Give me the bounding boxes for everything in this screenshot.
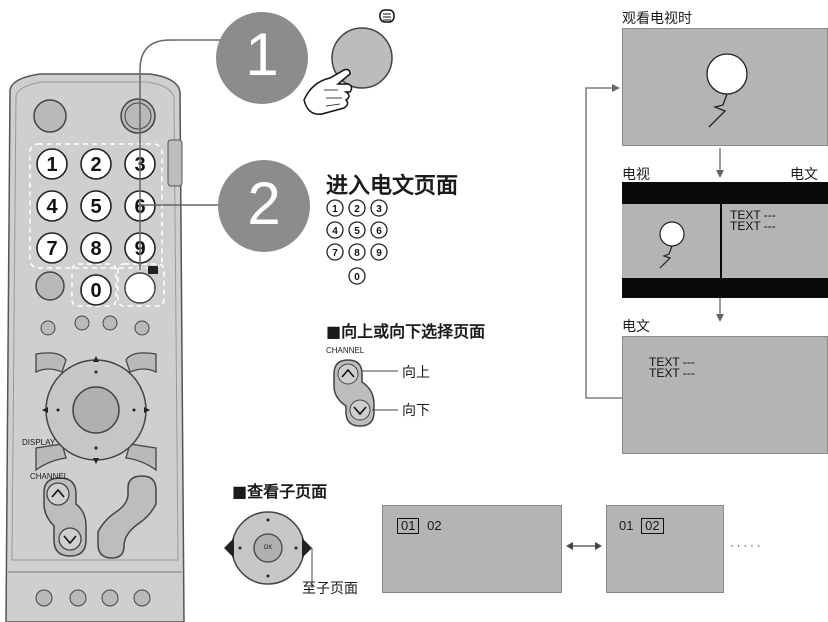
subpage-other-1: 02 xyxy=(427,518,442,533)
text-mode-label: 电文 xyxy=(622,319,650,335)
tv-balloon-icon xyxy=(706,53,748,128)
remote-key-7[interactable] xyxy=(36,232,68,264)
remote-key-label-5: 5 xyxy=(90,196,101,218)
remote-key-label-0: 0 xyxy=(90,280,101,302)
text-screen-line-1: TEXT --- xyxy=(649,355,695,369)
text-screen: TEXT --- TEXT --- xyxy=(622,336,828,454)
remote-key-label-8: 8 xyxy=(90,238,101,260)
remote-key-1[interactable] xyxy=(36,148,68,180)
small-key-label-6: 6 xyxy=(376,226,382,237)
small-key-label-3: 3 xyxy=(376,204,382,215)
remote-key-2[interactable] xyxy=(80,148,112,180)
subpage-ellipsis: · · · · · xyxy=(730,540,761,552)
remote-key-label-4: 4 xyxy=(46,196,58,218)
page-down-label: 向下 xyxy=(402,403,430,419)
step1-graphic xyxy=(216,9,395,115)
watching-tv-label: 观看电视时 xyxy=(622,11,692,27)
split-text-line-1: TEXT --- xyxy=(730,208,776,222)
small-key-0 xyxy=(348,267,366,285)
remote-key-label-1: 1 xyxy=(46,154,57,176)
page-select-title: ■向上或向下选择页面 xyxy=(326,322,486,341)
subpage-current-1: 01 xyxy=(397,518,420,534)
small-key-7 xyxy=(326,243,344,261)
flow-arrows xyxy=(585,84,724,399)
small-key-label-0: 0 xyxy=(354,272,360,283)
ok-dpad-illustration xyxy=(224,511,313,588)
remote-key-label-2: 2 xyxy=(90,154,101,176)
text-screen-line-2: TEXT --- xyxy=(649,366,695,380)
small-key-label-9: 9 xyxy=(376,248,382,259)
small-key-label-2: 2 xyxy=(354,204,360,215)
small-key-2 xyxy=(348,199,366,217)
text-label: 电文 xyxy=(790,167,818,183)
ok-label: OK xyxy=(263,545,273,551)
small-key-6 xyxy=(370,221,388,239)
small-keypad: 1 2 3 4 5 6 7 8 9 0 xyxy=(326,199,388,285)
small-key-8 xyxy=(348,243,366,261)
small-key-4 xyxy=(326,221,344,239)
small-key-5 xyxy=(348,221,366,239)
subpage-screen-1: 01 02 xyxy=(382,505,562,593)
remote-text-button[interactable] xyxy=(124,272,156,304)
tv-screen xyxy=(622,28,828,146)
remote-channel-label: CHANNEL xyxy=(30,472,69,481)
remote-key-label-7: 7 xyxy=(46,238,57,260)
small-key-label-1: 1 xyxy=(332,204,338,215)
small-key-label-7: 7 xyxy=(332,248,338,259)
double-arrow-icon xyxy=(566,542,602,550)
goto-subpage-label: 至子页面 xyxy=(302,581,358,597)
small-key-label-5: 5 xyxy=(354,226,360,237)
small-key-label-8: 8 xyxy=(354,248,360,259)
small-key-3 xyxy=(370,199,388,217)
subpage-title: ■查看子页面 xyxy=(232,482,328,501)
tv-label: 电视 xyxy=(622,167,650,183)
remote-power-button[interactable] xyxy=(33,99,67,133)
step2-title: 进入电文页面 xyxy=(326,174,459,199)
remote-ok-button[interactable] xyxy=(72,386,120,434)
page-up-label: 向上 xyxy=(402,365,430,381)
subpage-other-2: 01 xyxy=(619,518,634,533)
remote-display-label: DISPLAY xyxy=(22,438,56,447)
small-key-label-4: 4 xyxy=(332,226,338,237)
split-text-line-2: TEXT --- xyxy=(730,219,776,233)
remote-key-5[interactable] xyxy=(80,190,112,222)
channel-rocker-illustration xyxy=(333,359,398,427)
split-text-half: TEXT --- TEXT --- xyxy=(722,204,828,278)
split-screen: TEXT --- TEXT --- xyxy=(622,182,828,298)
remote-key-4[interactable] xyxy=(36,190,68,222)
small-key-9 xyxy=(370,243,388,261)
step1-number: 1 xyxy=(245,21,279,88)
small-key-1 xyxy=(326,199,344,217)
split-tv-half xyxy=(622,204,720,278)
step2-number: 2 xyxy=(247,170,281,237)
split-balloon-icon xyxy=(659,221,685,269)
remote-display-button[interactable] xyxy=(35,443,67,472)
page-select-channel-label: CHANNEL xyxy=(326,346,365,355)
subpage-current-2: 02 xyxy=(641,518,664,534)
subpage-screen-2: 01 02 xyxy=(606,505,724,593)
remote-top-button[interactable] xyxy=(120,98,156,134)
step2-circle xyxy=(218,160,310,252)
remote-key-8[interactable] xyxy=(80,232,112,264)
remote-key-0[interactable] xyxy=(80,274,112,306)
